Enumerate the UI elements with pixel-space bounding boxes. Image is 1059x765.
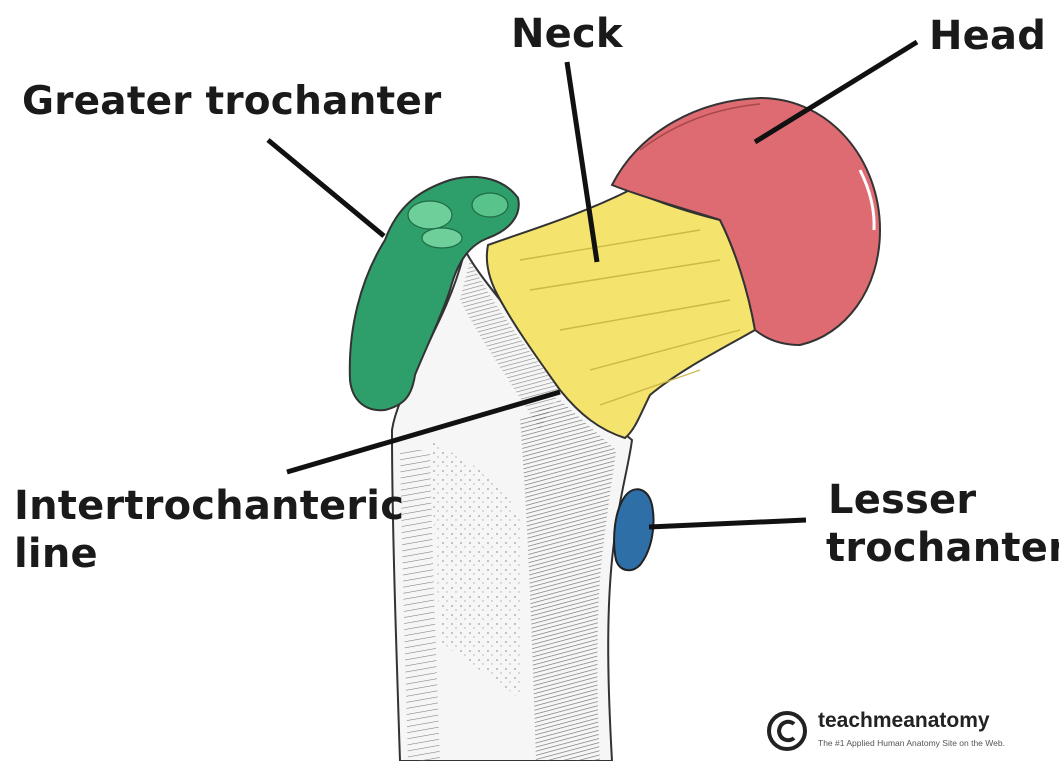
neck-label: Neck [511,10,623,58]
greater-trochanter-leader [268,140,384,236]
head-label: Head [929,12,1046,60]
watermark-tagline: The #1 Applied Human Anatomy Site on the… [818,738,1005,748]
watermark: teachmeanatomy The #1 Applied Human Anat… [766,708,1056,754]
intertrochanteric-label-line-2: line [14,530,404,578]
lesser-trochanter-label: Lesser trochanter [828,476,1059,572]
greater-trochanter-facet [422,228,462,248]
copyright-icon [766,710,808,752]
lesser-trochanter-label-line-2: trochanter [826,524,1059,572]
greater-trochanter-label: Greater trochanter [22,78,441,126]
intertrochanteric-line-label: Intertrochanteric line [14,482,404,578]
intertrochanteric-label-line-1: Intertrochanteric [14,483,404,529]
lesser-trochanter-label-line-1: Lesser [828,476,1059,524]
greater-trochanter-facet [408,201,452,229]
greater-trochanter-facet [472,193,508,217]
watermark-brand: teachmeanatomy [818,709,990,733]
lesser-trochanter-leader [649,520,806,527]
